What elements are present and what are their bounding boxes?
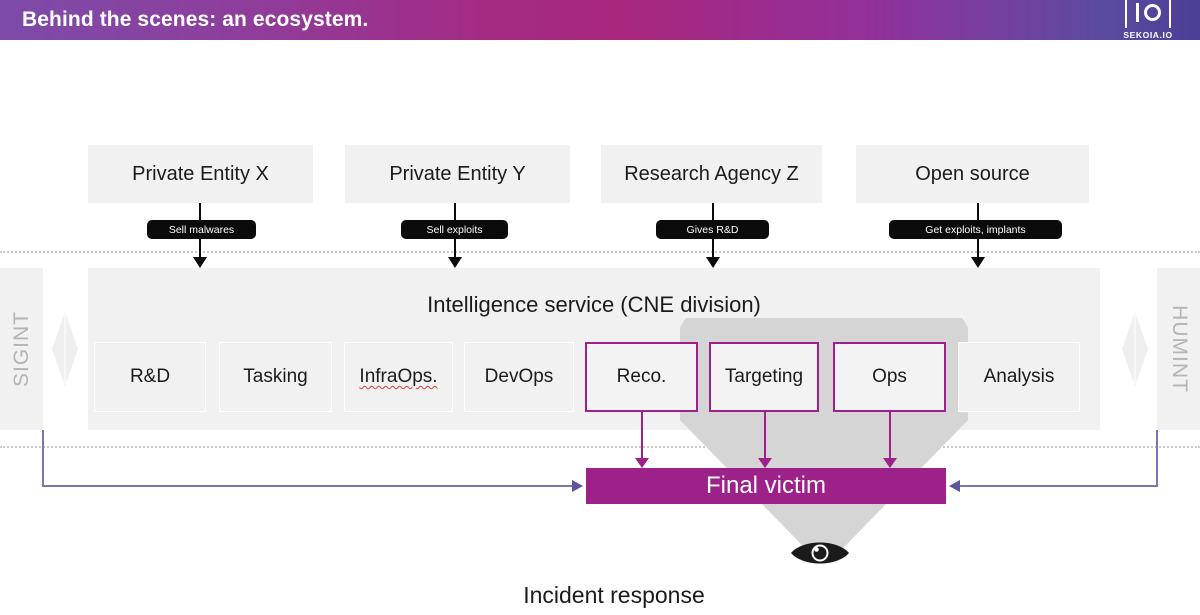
final-victim-label: Final victim bbox=[705, 472, 826, 499]
source-box-label: Private Entity X bbox=[132, 162, 269, 185]
arrow-shaft bbox=[641, 412, 643, 460]
division-cell[interactable]: Reco. bbox=[585, 342, 698, 412]
arrow-head bbox=[635, 458, 649, 468]
division-cell[interactable]: Targeting bbox=[709, 342, 819, 412]
logo-wordmark: SEKOIA.IO bbox=[1123, 30, 1173, 40]
humint-route-arrowhead bbox=[949, 480, 960, 492]
humint-route-vertical bbox=[1156, 430, 1158, 486]
division-cell[interactable]: Tasking bbox=[219, 342, 332, 412]
incident-response-caption: Incident response bbox=[0, 582, 1200, 609]
io-logo-icon bbox=[1125, 0, 1171, 28]
cell-to-victim-arrow bbox=[635, 412, 649, 470]
sigint-label: SIGINT bbox=[9, 310, 33, 388]
sigint-route-vertical bbox=[42, 430, 44, 486]
divider-top bbox=[0, 251, 1200, 253]
intelligence-service-title: Intelligence service (CNE division) bbox=[427, 292, 761, 317]
division-cell[interactable]: DevOps bbox=[464, 342, 574, 412]
source-box-label: Private Entity Y bbox=[389, 162, 526, 185]
humint-route-horizontal bbox=[960, 485, 1158, 487]
page-header: Behind the scenes: an ecosystem. SEKOIA.… bbox=[0, 0, 1200, 40]
final-victim-bar: Final victim bbox=[586, 468, 946, 504]
division-cell-label: Analysis bbox=[983, 366, 1055, 387]
arrow-head bbox=[193, 257, 207, 268]
arrow-head bbox=[758, 458, 772, 468]
sigint-route-horizontal bbox=[42, 485, 572, 487]
incident-response-label: Incident response bbox=[523, 582, 705, 608]
arrow-head bbox=[971, 257, 985, 268]
cell-to-victim-arrow bbox=[758, 412, 772, 470]
division-cell[interactable]: InfraOps. bbox=[344, 342, 453, 412]
division-cell[interactable]: R&D bbox=[94, 342, 206, 412]
cell-to-victim-arrow bbox=[883, 412, 897, 470]
arrow-head bbox=[883, 458, 897, 468]
humint-channel: HUMINT bbox=[1157, 268, 1200, 430]
division-cell-label: DevOps bbox=[484, 366, 554, 387]
division-cell-label: Tasking bbox=[243, 366, 308, 387]
relation-badge: Sell exploits bbox=[401, 220, 508, 239]
source-box-label: Research Agency Z bbox=[624, 162, 799, 185]
arrow-head bbox=[448, 257, 462, 268]
division-cell-label: Targeting bbox=[724, 366, 804, 387]
source-box: Research Agency Z bbox=[601, 145, 822, 203]
division-cell[interactable]: Analysis bbox=[958, 342, 1080, 412]
relation-badge: Gives R&D bbox=[656, 220, 769, 239]
sigint-channel: SIGINT bbox=[0, 268, 43, 430]
sigint-link-divider bbox=[64, 312, 66, 386]
arrow-shaft bbox=[764, 412, 766, 460]
arrow-head bbox=[706, 257, 720, 268]
source-box: Private Entity X bbox=[88, 145, 313, 203]
relation-badge: Sell malwares bbox=[147, 220, 256, 239]
humint-label: HUMINT bbox=[1167, 305, 1191, 393]
arrow-shaft bbox=[889, 412, 891, 460]
logo-o-ring bbox=[1143, 3, 1161, 21]
divider-bottom bbox=[0, 446, 1200, 448]
source-box-label: Open source bbox=[915, 162, 1030, 185]
source-box: Private Entity Y bbox=[345, 145, 570, 203]
eye-icon bbox=[789, 538, 851, 568]
division-cell-label: R&D bbox=[129, 366, 171, 387]
relation-badge: Get exploits, implants bbox=[889, 220, 1062, 239]
division-cell-label: Ops bbox=[872, 366, 907, 387]
division-cell-label: Reco. bbox=[616, 366, 667, 387]
sigint-route-arrowhead bbox=[572, 480, 583, 492]
humint-link-divider bbox=[1134, 312, 1136, 386]
sekoia-logo: SEKOIA.IO bbox=[1112, 0, 1184, 40]
logo-i-bar bbox=[1135, 2, 1139, 22]
source-box: Open source bbox=[856, 145, 1089, 203]
page-title: Behind the scenes: an ecosystem. bbox=[22, 8, 369, 31]
division-cell[interactable]: Ops bbox=[833, 342, 946, 412]
division-cell-label: InfraOps. bbox=[359, 366, 438, 387]
